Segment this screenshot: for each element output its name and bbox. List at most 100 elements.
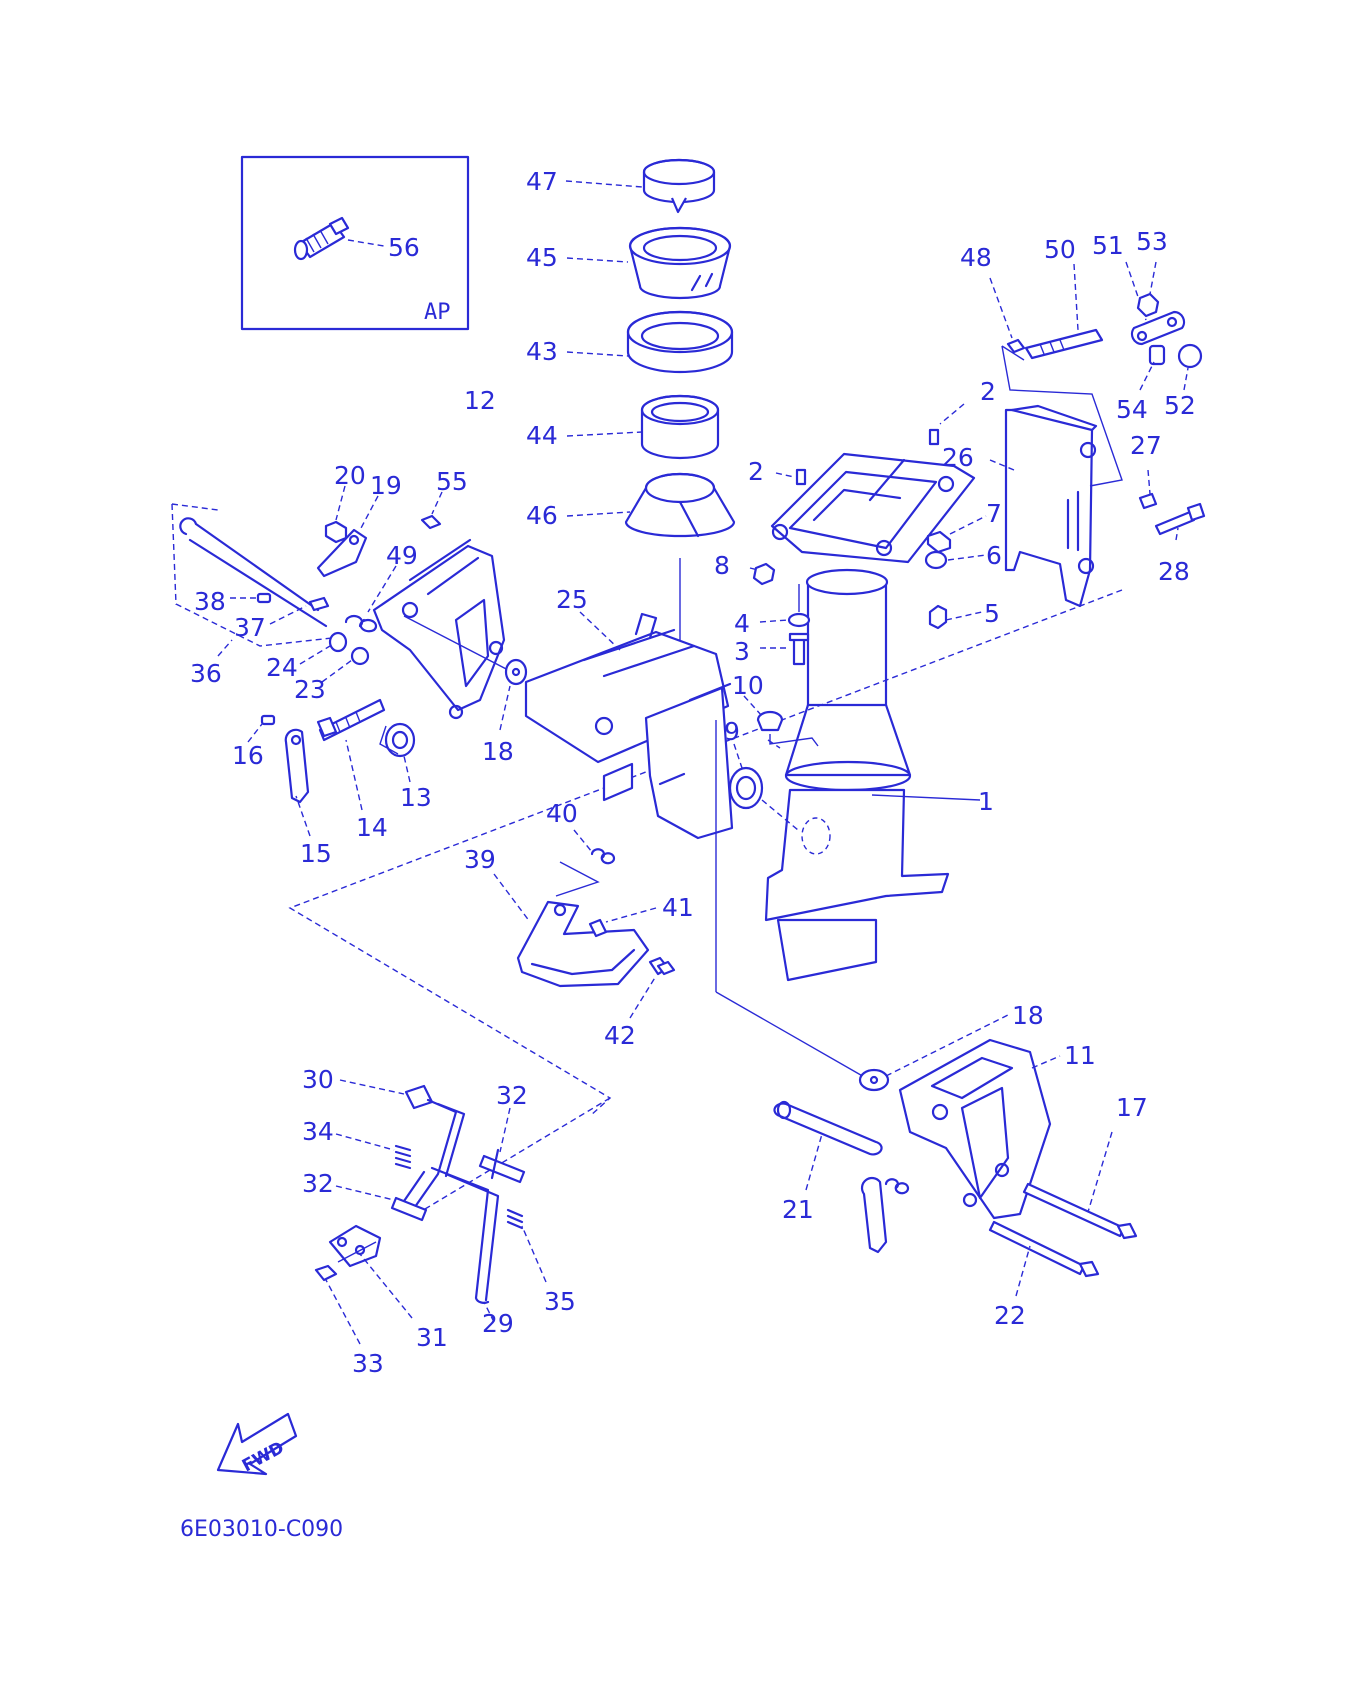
callout-15: 15 xyxy=(300,839,332,868)
callout-39: 39 xyxy=(464,845,496,874)
callout-9: 9 xyxy=(724,717,740,746)
part-48-nut[interactable] xyxy=(1006,338,1026,354)
part-5-bolt[interactable] xyxy=(928,604,948,630)
part-6-washer[interactable] xyxy=(924,550,948,570)
callout-42: 42 xyxy=(604,1021,636,1050)
part-24-bushing[interactable] xyxy=(328,631,348,653)
callout-51: 51 xyxy=(1092,231,1124,260)
callout-20: 20 xyxy=(334,461,366,490)
part-10-cap[interactable] xyxy=(756,710,784,732)
callout-3: 3 xyxy=(734,637,750,666)
part-30-grip[interactable] xyxy=(404,1084,434,1110)
callout-53: 53 xyxy=(1136,227,1168,256)
callout-7: 7 xyxy=(986,499,1002,528)
callout-38: 38 xyxy=(194,587,226,616)
part-15-handle[interactable] xyxy=(284,728,310,804)
part-4-washer[interactable] xyxy=(787,612,811,628)
part-27-screw[interactable] xyxy=(1138,492,1158,510)
callout-23: 23 xyxy=(294,675,326,704)
part-46-collar[interactable] xyxy=(624,472,736,538)
callout-17: 17 xyxy=(1116,1093,1148,1122)
part-7-nut[interactable] xyxy=(926,530,952,554)
part-40-spring[interactable] xyxy=(590,848,616,865)
part-19-plate[interactable] xyxy=(316,528,368,578)
inset-tag: AP xyxy=(424,300,451,325)
callout-8: 8 xyxy=(714,551,730,580)
part-17-bolt[interactable] xyxy=(1022,1182,1138,1240)
part-52-cap[interactable] xyxy=(1177,343,1203,369)
part-29-lever[interactable] xyxy=(400,1098,500,1304)
part-2-pin-lower[interactable] xyxy=(795,468,807,486)
part-2-pin-upper[interactable] xyxy=(928,428,940,446)
callout-16: 16 xyxy=(232,741,264,770)
callout-18-right: 18 xyxy=(1012,1001,1044,1030)
part-32-pin-lower[interactable] xyxy=(390,1196,428,1222)
part-33-screw[interactable] xyxy=(314,1264,338,1282)
callout-33: 33 xyxy=(352,1349,384,1378)
part-20-nut[interactable] xyxy=(324,520,348,544)
callout-50: 50 xyxy=(1044,235,1076,264)
part-3-bolt[interactable] xyxy=(788,632,810,666)
part-53-nut[interactable] xyxy=(1136,292,1160,318)
part-44-bushing[interactable] xyxy=(640,394,720,460)
part-14-screw[interactable] xyxy=(316,698,386,742)
part-32-pin-upper[interactable] xyxy=(478,1148,526,1184)
part-41-pin[interactable] xyxy=(588,918,608,938)
callout-21: 21 xyxy=(782,1195,814,1224)
callout-5: 5 xyxy=(984,599,1000,628)
callout-52: 52 xyxy=(1164,391,1196,420)
part-23-washer[interactable] xyxy=(350,646,370,666)
part-8-grommet[interactable] xyxy=(752,562,776,586)
callouts: 47 45 43 44 46 56 12 48 50 51 53 54 52 2… xyxy=(190,167,1196,1378)
part-49-spring[interactable] xyxy=(344,614,378,633)
part-13-damper[interactable] xyxy=(384,722,416,758)
part-12-clamp-bracket[interactable] xyxy=(372,538,506,720)
callout-29: 29 xyxy=(482,1309,514,1338)
part-55-screw[interactable] xyxy=(420,514,442,530)
callout-4: 4 xyxy=(734,609,750,638)
part-47-clamp[interactable] xyxy=(642,158,716,214)
callout-54: 54 xyxy=(1116,395,1148,424)
part-21-rod[interactable] xyxy=(773,1100,883,1156)
part-1-upper-casing[interactable] xyxy=(764,452,976,982)
callout-35: 35 xyxy=(544,1287,576,1316)
callout-55: 55 xyxy=(436,467,468,496)
part-11-clamp-bracket[interactable] xyxy=(898,1038,1052,1220)
part-39-tilt-lever[interactable] xyxy=(516,900,650,988)
part-18-washer-right[interactable] xyxy=(858,1068,890,1092)
part-26-cover[interactable] xyxy=(1004,404,1098,608)
callout-43: 43 xyxy=(526,337,558,366)
part-51-bracket[interactable] xyxy=(1130,310,1186,346)
drawing-code: 6E03010-C090 xyxy=(180,1517,343,1542)
callout-25: 25 xyxy=(556,585,588,614)
callout-2-lower: 2 xyxy=(748,457,764,486)
callout-31: 31 xyxy=(416,1323,448,1352)
part-25-swivel-bracket[interactable] xyxy=(524,612,734,840)
callout-34: 34 xyxy=(302,1117,334,1146)
part-50-stud[interactable] xyxy=(1024,328,1104,360)
part-56-fitting[interactable] xyxy=(293,216,350,261)
part-35-spring[interactable] xyxy=(506,1208,524,1230)
part-45-seal[interactable] xyxy=(628,226,732,300)
part-37-clip[interactable] xyxy=(308,596,330,612)
callout-10: 10 xyxy=(732,671,764,700)
part-11-handle[interactable] xyxy=(860,1176,910,1254)
part-22-bolt[interactable] xyxy=(988,1220,1100,1278)
part-54-bolt[interactable] xyxy=(1148,344,1166,366)
part-18-washer-left[interactable] xyxy=(504,658,528,686)
part-42-bolt[interactable] xyxy=(648,956,676,976)
callout-22: 22 xyxy=(994,1301,1026,1330)
callout-26: 26 xyxy=(942,443,974,472)
part-28-bolt[interactable] xyxy=(1154,502,1206,536)
part-16-pin[interactable] xyxy=(260,714,276,726)
callout-49: 49 xyxy=(386,541,418,570)
inset-box: AP xyxy=(240,155,470,331)
callout-32-lower: 32 xyxy=(302,1169,334,1198)
part-43-mount-ring[interactable] xyxy=(626,310,734,374)
part-36-lever-rod[interactable] xyxy=(179,517,328,628)
part-38-pin[interactable] xyxy=(256,592,272,604)
callout-1: 1 xyxy=(978,787,994,816)
part-34-spring[interactable] xyxy=(394,1144,412,1170)
part-31-bracket[interactable] xyxy=(328,1224,382,1268)
callout-6: 6 xyxy=(986,541,1002,570)
